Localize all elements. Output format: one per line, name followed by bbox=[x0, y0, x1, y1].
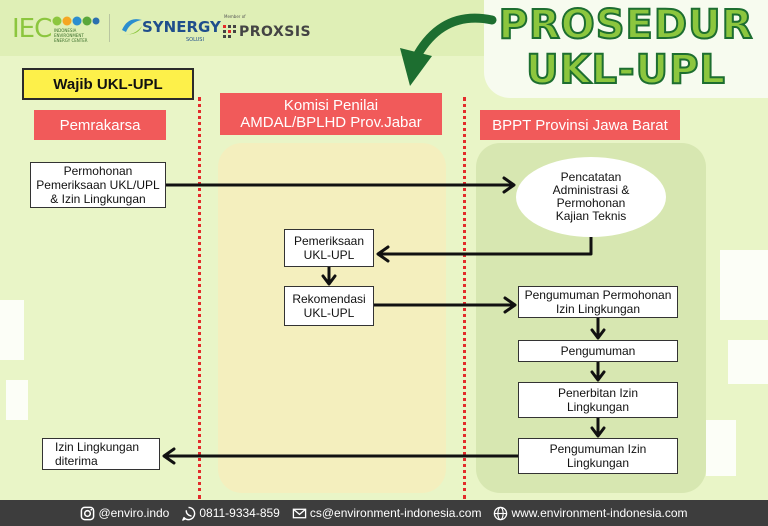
title-line-2: UKL-UPL bbox=[525, 46, 726, 94]
column-header-bppt: BPPT Provinsi Jawa Barat bbox=[480, 110, 680, 140]
title-panel: PROSEDUR UKL-UPL bbox=[484, 0, 768, 98]
column-header-komisi: Komisi Penilai AMDAL/BPLHD Prov.Jabar bbox=[220, 93, 442, 135]
footer-instagram-text: @enviro.indo bbox=[98, 506, 170, 520]
globe-icon bbox=[494, 506, 508, 520]
footer-email[interactable]: cs@environment-indonesia.com bbox=[292, 506, 482, 521]
step-pencatatan: Pencatatan Administrasi & Permohonan Kaj… bbox=[516, 157, 666, 237]
step-pengumuman: Pengumuman bbox=[518, 340, 678, 362]
decor-mark bbox=[6, 380, 28, 420]
lane-divider bbox=[198, 97, 201, 499]
whatsapp-icon bbox=[182, 506, 196, 521]
logo-divider bbox=[109, 14, 110, 42]
member-of-label: Member of bbox=[224, 14, 246, 19]
decor-mark bbox=[0, 300, 24, 360]
footer-whatsapp[interactable]: 0811-9334-859 bbox=[181, 506, 280, 521]
step-pemeriksaan: Pemeriksaan UKL-UPL bbox=[284, 229, 374, 267]
step-permohonan: Permohonan Pemeriksaan UKL/UPL & Izin Li… bbox=[30, 162, 166, 208]
diagram-header: Wajib UKL-UPL bbox=[22, 68, 194, 100]
iec-logo: IEC bbox=[12, 14, 52, 44]
decor-mark bbox=[720, 250, 768, 320]
lane-divider bbox=[463, 97, 466, 499]
step-pengumuman-permohonan: Pengumuman Permohonan Izin Lingkungan bbox=[518, 286, 678, 318]
footer-instagram[interactable]: @enviro.indo bbox=[80, 506, 169, 521]
footer-whatsapp-text: 0811-9334-859 bbox=[199, 506, 280, 520]
footer-website[interactable]: www.environment-indonesia.com bbox=[493, 506, 688, 521]
step-pengumuman-izin: Pengumuman Izin Lingkungan bbox=[518, 438, 678, 474]
curved-arrow-icon bbox=[400, 13, 497, 86]
iec-logo-icon bbox=[52, 16, 100, 26]
synergy-logo-icon bbox=[122, 19, 142, 35]
decor-mark bbox=[728, 340, 768, 384]
logo-bar: IEC INDONESIA ENVIRONMENT ENERGY CENTER … bbox=[8, 8, 328, 48]
step-penerbitan: Penerbitan Izin Lingkungan bbox=[518, 382, 678, 418]
email-icon bbox=[292, 508, 307, 518]
synergy-logo: SYNERGY bbox=[142, 18, 221, 36]
title-line-1: PROSEDUR bbox=[498, 1, 754, 49]
iec-logo-subtitle: INDONESIA ENVIRONMENT ENERGY CENTER bbox=[54, 28, 88, 43]
proxsis-logo: PROXSIS bbox=[239, 24, 312, 40]
footer-email-text: cs@environment-indonesia.com bbox=[309, 506, 482, 520]
proxsis-logo-icon bbox=[223, 25, 236, 38]
column-header-pemrakarsa: Pemrakarsa bbox=[34, 110, 166, 140]
footer-website-text: www.environment-indonesia.com bbox=[511, 506, 688, 520]
decor-mark bbox=[706, 420, 736, 476]
step-rekomendasi: Rekomendasi UKL-UPL bbox=[284, 286, 374, 326]
instagram-icon bbox=[81, 506, 95, 520]
step-izin-diterima: Izin Lingkungan diterima bbox=[42, 438, 160, 470]
synergy-logo-subtitle: SOLUSI bbox=[186, 37, 204, 43]
footer-bar: @enviro.indo 0811-9334-859 cs@environmen… bbox=[0, 500, 768, 526]
